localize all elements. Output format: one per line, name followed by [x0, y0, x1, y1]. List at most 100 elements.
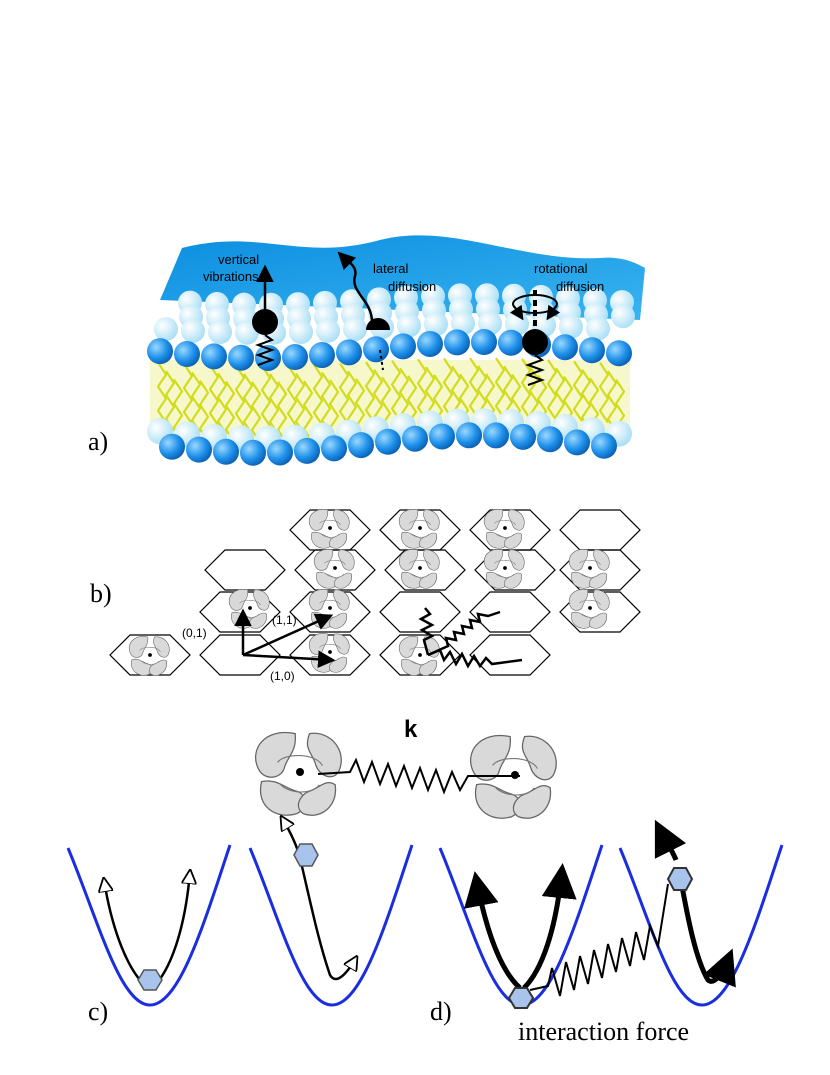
- lipid-head-upper: [444, 329, 470, 356]
- lipid-tail: [156, 361, 168, 424]
- lattice-cell: [469, 591, 551, 633]
- lipid-head-back: [181, 318, 205, 343]
- lipid-head-lower: [294, 437, 320, 464]
- lipid-head-back: [289, 319, 313, 344]
- particle-2: [293, 843, 319, 867]
- lipid-tail: [442, 357, 454, 420]
- lipid-tail: [198, 380, 210, 442]
- potential-well-3: [438, 844, 604, 1007]
- lipid-head-back: [343, 317, 367, 342]
- lipid-tail: [416, 358, 428, 420]
- lipid-tail: [286, 365, 298, 427]
- panel-b-label: b): [90, 579, 112, 608]
- lipid-tail: [364, 361, 376, 423]
- protein-complex: [568, 589, 610, 629]
- protein-complex: [128, 636, 170, 676]
- panel-a-label: a): [88, 427, 108, 456]
- lipid-head-upper: [498, 329, 524, 356]
- lipid-head-lower: [348, 432, 374, 459]
- lipid-head-lower: [240, 439, 266, 466]
- protein-complex: [398, 549, 440, 589]
- lipid-head-lower: [483, 422, 509, 449]
- protein-complex: [398, 509, 440, 549]
- lipid-head-back: [316, 318, 340, 343]
- lipid-tail: [494, 357, 506, 419]
- lattice-cell: [204, 549, 286, 591]
- protein-complex: [398, 636, 440, 676]
- potential-well-4: [618, 844, 784, 1007]
- lipid-tail: [250, 381, 262, 443]
- lipid-tail: [242, 373, 254, 435]
- rotational-diffusion-lipid: [509, 290, 561, 386]
- lipid-tail: [268, 373, 280, 435]
- lipid-head-upper: [147, 338, 173, 365]
- lipid-head-back: [586, 316, 610, 341]
- lipid-head-back: [611, 304, 635, 329]
- protein-complex: [483, 509, 525, 549]
- lipid-tail: [606, 370, 618, 432]
- protein-complex: [308, 633, 350, 673]
- lateral-label-line2: diffusion: [388, 279, 436, 294]
- lipid-tail: [546, 359, 558, 421]
- vertical-label-line2: vibrations: [203, 269, 259, 284]
- lipid-head-lower: [375, 428, 401, 455]
- lattice-springs: [418, 607, 523, 669]
- protein-complex: [228, 589, 270, 629]
- lipid-tail: [208, 364, 220, 426]
- protein-complex: [313, 549, 355, 589]
- lipid-head-lower: [456, 422, 482, 449]
- vertical-label-line1: vertical: [218, 252, 259, 267]
- spring-coupling: k: [254, 716, 558, 820]
- lipid-head-lower: [537, 426, 563, 453]
- lipid-tail: [520, 358, 532, 420]
- interaction-spring: [529, 883, 669, 997]
- single-well-panel: c): [66, 818, 414, 1026]
- protein-complex: [308, 509, 350, 549]
- lipid-tail: [338, 362, 350, 425]
- lipid-head-back: [451, 311, 475, 336]
- lateral-label-line1: lateral: [373, 261, 409, 276]
- lattice-cell: [469, 634, 551, 676]
- lipid-tail: [260, 365, 272, 427]
- lateral-diffusion-lipid: [337, 251, 390, 371]
- potential-well-2: [248, 844, 414, 1007]
- vector-11-label: (1,1): [272, 613, 297, 627]
- lipid-head-upper: [552, 334, 578, 361]
- lattice-cell: [559, 509, 641, 551]
- lipid-head-lower: [186, 436, 212, 463]
- lipid-tail: [468, 357, 480, 419]
- lipid-head-upper: [201, 343, 227, 370]
- interaction-force-caption: interaction force: [518, 1017, 689, 1046]
- membrane-panel: vertical vibrations lateral diffusion ro…: [88, 235, 645, 466]
- lipid-head-upper: [228, 344, 254, 371]
- lipid-tail: [390, 360, 402, 422]
- lattice-cell: [199, 634, 281, 676]
- lipid-tail: [572, 360, 584, 422]
- lipid-head-lower: [429, 423, 455, 450]
- particle-3: [507, 987, 535, 1009]
- particle-1: [137, 969, 163, 991]
- lipid-head-back: [154, 317, 178, 342]
- panel-c-label: c): [88, 997, 108, 1026]
- protein-complex: [483, 549, 525, 589]
- lipid-tail: [190, 371, 202, 433]
- lipid-tail: [182, 363, 194, 425]
- lipid-head-upper: [309, 342, 335, 369]
- lipid-head-upper: [282, 344, 308, 371]
- lipid-tail: [234, 365, 246, 427]
- lipid-head-upper: [417, 330, 443, 357]
- lipid-tail: [312, 364, 324, 426]
- lipid-head-upper: [471, 329, 497, 356]
- vector-10-label: (1,0): [270, 669, 295, 683]
- lipid-head-back: [559, 314, 583, 339]
- lipid-head-upper: [606, 340, 632, 367]
- spring-constant-label: k: [404, 716, 418, 743]
- lipid-head-back: [208, 320, 232, 345]
- lattice-panel: (0,1) (1,1) (1,0) b): [90, 509, 641, 683]
- lipid-head-upper: [390, 333, 416, 360]
- rotational-label-line2: diffusion: [556, 279, 604, 294]
- coupled-well-panel: d) interaction force: [430, 819, 784, 1046]
- lipid-head-lower: [267, 439, 293, 466]
- lipid-head-lower: [402, 425, 428, 452]
